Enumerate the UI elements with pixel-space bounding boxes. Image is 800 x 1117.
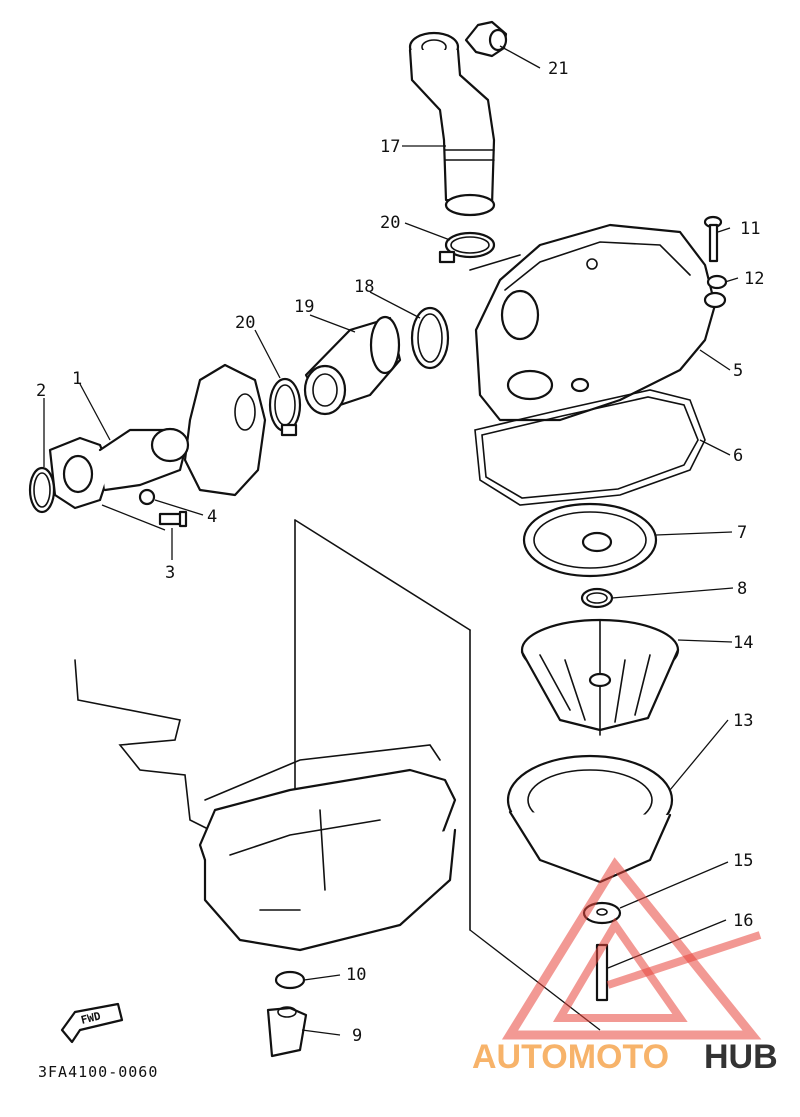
diagram-code: 3FA4100-0060 [38,1063,158,1081]
element-frame [522,502,658,578]
breather-pipe [408,31,496,217]
callout-19: 19 [294,297,314,317]
callout-20-upper: 20 [380,213,400,233]
filter-element [506,754,674,884]
callout-12: 12 [744,269,764,289]
callouts: 21 17 20 11 12 5 6 7 8 14 13 15 16 10 9 … [36,59,764,1046]
hose-elbow [464,20,508,58]
callout-15: 15 [733,851,753,871]
callout-18: 18 [354,277,374,297]
callout-10: 10 [346,965,366,985]
callout-21: 21 [548,59,568,79]
manifold-bolt [158,510,188,528]
callout-3: 3 [165,563,175,583]
fwd-arrow: FWD [60,1002,124,1044]
watermark-text-hub: HUB [704,1038,778,1076]
callout-14: 14 [733,633,753,653]
callout-2: 2 [36,381,46,401]
callout-5: 5 [733,361,743,381]
o-ring [580,587,614,609]
joint-clamp-left [268,377,302,437]
callout-20-lower: 20 [235,313,255,333]
manifold-o-ring [28,466,56,514]
upper-clamp [438,231,496,264]
joint-clamp-right [410,306,450,370]
callout-11: 11 [740,219,760,239]
callout-17: 17 [380,137,400,157]
watermark-text-automoto: AUTOMOTO [472,1038,669,1076]
carburetor [183,363,267,497]
intake-manifold [48,427,190,510]
manifold-nut [138,488,156,506]
callout-8: 8 [737,579,747,599]
element-guide [520,618,680,736]
storage-tray [198,768,457,952]
fwd-label: FWD [80,1009,103,1027]
watermark-logo: AUTOMOTO HUB [472,857,778,1076]
callout-7: 7 [737,523,747,543]
callout-16: 16 [733,911,753,931]
air-filter-case [469,223,727,422]
callout-9: 9 [352,1026,362,1046]
case-gasket [474,389,706,506]
callout-13: 13 [733,711,753,731]
callout-1: 1 [72,369,82,389]
callout-4: 4 [207,507,217,527]
callout-6: 6 [733,446,743,466]
drain-hose [266,970,308,1058]
frame-outline [74,519,471,931]
